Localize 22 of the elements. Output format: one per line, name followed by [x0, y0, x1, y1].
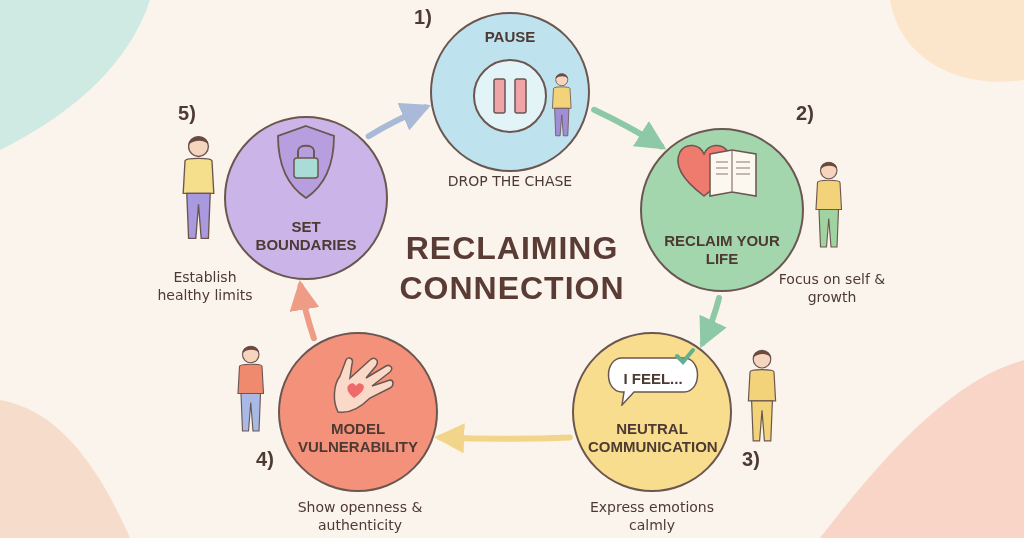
step-description: Express emotions calmly [588, 498, 715, 534]
step-title: SET BOUNDARIES [254, 218, 358, 254]
step-description: DROP THE CHASE [446, 172, 574, 190]
bubble-text: I FEEL... [623, 369, 683, 387]
arrow [699, 295, 727, 349]
step-number: 3) [741, 450, 761, 468]
step-number: 2) [795, 104, 815, 122]
step-title: PAUSE [483, 28, 537, 46]
step-title: NEUTRAL COMMUNICATION [587, 420, 719, 456]
diagram-title: RECLAIMING CONNECTION [398, 229, 626, 308]
arrow [434, 423, 573, 454]
step-title: RECLAIM YOUR LIFE [663, 232, 781, 268]
arrow [289, 279, 320, 342]
step-description: Focus on self & growth [777, 270, 887, 306]
arrow [591, 106, 667, 150]
step-number: 1) [413, 8, 433, 26]
step-description: Establish healthy limits [156, 268, 254, 304]
arrow [365, 103, 431, 140]
step-title: MODEL VULNERABILITY [297, 420, 419, 456]
step-number: 5) [177, 104, 197, 122]
step-number: 4) [255, 450, 275, 468]
step-description: Show openness & authenticity [296, 498, 424, 534]
